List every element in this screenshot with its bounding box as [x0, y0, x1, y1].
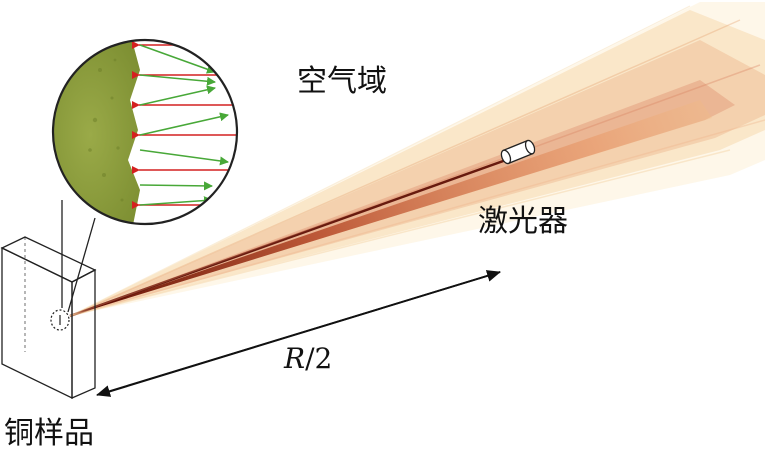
beam-spot-marker	[50, 309, 70, 331]
sample-surface-texture	[53, 40, 140, 224]
distance-label: R/2	[284, 342, 332, 375]
copper-sample-label: 铜样品	[4, 416, 94, 451]
reflected-rays	[139, 44, 229, 206]
laser-label: 激光器	[478, 204, 568, 239]
air-domain-label: 空气域	[297, 64, 387, 99]
distance-arrow	[96, 270, 501, 397]
distance-variable: R	[284, 342, 306, 375]
inset-leader-lines	[61, 200, 96, 313]
distance-suffix: /2	[305, 342, 333, 375]
laser-cylinder-icon	[500, 139, 536, 165]
zoom-inset-circle	[51, 38, 239, 226]
surface-noise	[88, 58, 124, 202]
copper-sample-block	[0, 236, 97, 400]
laser-beam	[69, 2, 765, 318]
